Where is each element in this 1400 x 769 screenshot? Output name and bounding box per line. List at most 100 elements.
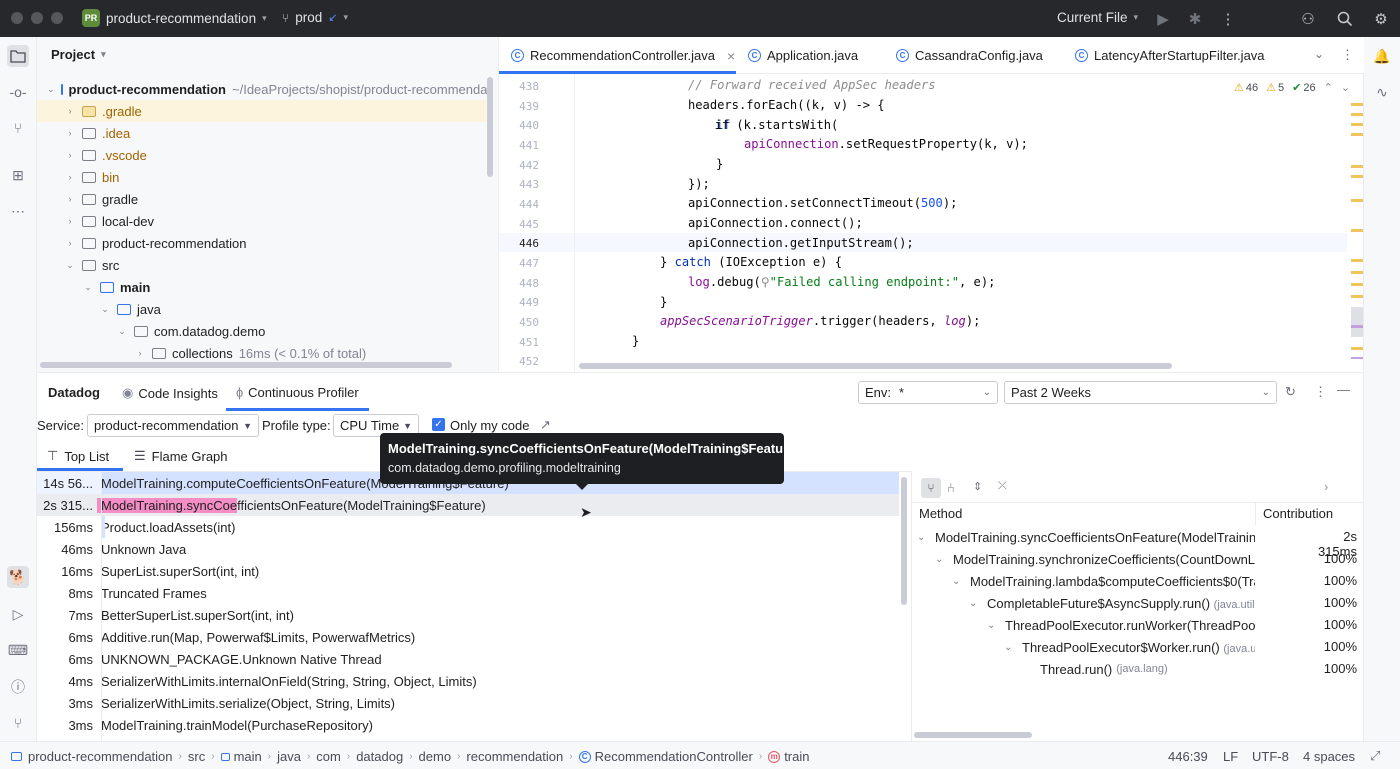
split-divider[interactable] xyxy=(911,472,912,742)
breadcrumb-item[interactable]: datadog xyxy=(356,749,404,764)
expand-all-icon[interactable]: ⇕ xyxy=(973,481,983,493)
close-window-button[interactable] xyxy=(11,12,23,24)
project-panel-header[interactable]: Project ▾ xyxy=(51,47,106,62)
vertical-scrollbar[interactable] xyxy=(901,477,907,605)
file-encoding[interactable]: UTF-8 xyxy=(1252,749,1289,764)
horizontal-scrollbar[interactable] xyxy=(579,363,1172,369)
collapse-all-icon[interactable]: ⤫ xyxy=(998,480,1007,492)
vertical-scrollbar[interactable] xyxy=(487,77,493,177)
tab-cassandra-config[interactable]: C CassandraConfig.java xyxy=(896,37,1043,74)
tab-latency-filter[interactable]: C LatencyAfterStartupFilter.java xyxy=(1075,37,1265,74)
tree-item-vscode[interactable]: › .vscode xyxy=(37,144,486,166)
tree-item-gradle[interactable]: › gradle xyxy=(37,188,486,210)
code-line[interactable]: } xyxy=(632,334,640,348)
commit-icon[interactable]: -o- xyxy=(9,84,27,100)
maximize-window-button[interactable] xyxy=(51,12,63,24)
tree-row[interactable]: ⌄ ThreadPoolExecutor$Worker.run() (java.… xyxy=(1004,636,1255,658)
indent-setting[interactable]: 4 spaces xyxy=(1303,749,1356,764)
breadcrumb-item[interactable]: java xyxy=(277,749,301,764)
code-line[interactable]: } xyxy=(716,157,724,171)
code-line[interactable]: apiConnection.setConnectTimeout(500); xyxy=(688,196,957,210)
breadcrumb-item[interactable]: RecommendationController xyxy=(594,749,753,764)
terminal-icon[interactable]: ⌨ xyxy=(7,641,29,658)
column-header-contribution[interactable]: Contribution xyxy=(1263,506,1334,521)
line-separator[interactable]: LF xyxy=(1223,749,1239,764)
close-icon[interactable]: × xyxy=(726,47,736,64)
breadcrumb-item[interactable]: src xyxy=(187,749,206,764)
more-vertical-icon[interactable]: ⋮ xyxy=(1220,11,1236,28)
callees-icon[interactable]: ⑂ xyxy=(921,478,941,498)
add-user-icon[interactable]: ⚇ xyxy=(1301,11,1315,28)
structure-icon[interactable]: ⊞ xyxy=(12,166,24,183)
tree-item-local-dev[interactable]: › local-dev xyxy=(37,210,486,232)
more-vertical-icon[interactable]: ⋮ xyxy=(1314,384,1327,399)
inspection-widget[interactable]: ⚠46 ⚠5 ✔26 ⌃ ⌄ xyxy=(1234,81,1350,95)
tree-row[interactable]: ⌄ ModelTraining.syncCoefficientsOnFeatur… xyxy=(917,526,1255,548)
tab-continuous-profiler[interactable]: ɸ Continuous Profiler xyxy=(236,385,359,400)
tree-item-gradle-hidden[interactable]: › .gradle xyxy=(37,100,486,122)
list-item[interactable]: 7ms BetterSuperList.superSort(int, int) xyxy=(37,604,899,626)
list-item[interactable]: 46ms Unknown Java xyxy=(37,538,899,560)
tree-item-com-datadog-demo[interactable]: ⌄ com.datadog.demo xyxy=(37,320,486,342)
tree-item-idea[interactable]: › .idea xyxy=(37,122,486,144)
datadog-icon[interactable]: 🐕 xyxy=(7,566,29,588)
breadcrumb-item[interactable]: recommendation xyxy=(466,749,564,764)
notifications-bell-icon[interactable]: 🔔 xyxy=(1373,47,1391,64)
column-divider[interactable] xyxy=(1255,503,1256,525)
tree-row[interactable]: ⌄ CompletableFuture$AsyncSupply.run() (j… xyxy=(969,592,1255,614)
breadcrumb-item[interactable]: train xyxy=(784,749,810,764)
tree-row[interactable]: ⌄ ModelTraining.lambda$computeCoefficien… xyxy=(952,570,1255,592)
breadcrumb-item[interactable]: com xyxy=(316,749,341,764)
external-link-icon[interactable]: ↗ xyxy=(540,417,551,432)
tree-item-collections[interactable]: › collections 16ms (< 0.1% of total) xyxy=(37,342,486,364)
list-item[interactable]: 4ms SerializerWithLimits.internalOnField… xyxy=(37,670,899,692)
code-line[interactable]: }); xyxy=(688,177,710,191)
list-item-selected[interactable]: 2s 315... ModelTraining.syncCoefficients… xyxy=(37,494,899,516)
list-item[interactable]: 156ms Product.loadAssets(int) xyxy=(37,516,899,538)
tab-list-chevron-icon[interactable]: ⌄ xyxy=(1314,47,1325,61)
profile-type-selector[interactable]: CPU Time ▼ xyxy=(333,414,419,437)
tree-item-src[interactable]: ⌄ src xyxy=(37,254,486,276)
list-item[interactable]: 16ms SuperList.superSort(int, int) xyxy=(37,560,899,582)
tree-row[interactable]: ⌄ ThreadPoolExecutor.runWorker(ThreadPoo… xyxy=(987,614,1255,636)
code-line[interactable]: headers.forEach((k, v) -> { xyxy=(688,98,885,112)
read-only-toggle-icon[interactable]: ⤢ xyxy=(1370,748,1381,763)
search-icon[interactable] xyxy=(1335,9,1355,29)
code-line[interactable]: } xyxy=(660,295,668,309)
tree-row[interactable]: Thread.run() (java.lang) xyxy=(1040,658,1168,680)
caret-position[interactable]: 446:39 xyxy=(1168,749,1208,764)
horizontal-scrollbar[interactable] xyxy=(914,732,1032,738)
column-header-method[interactable]: Method xyxy=(919,506,963,521)
list-item[interactable]: 8ms Truncated Frames xyxy=(37,582,899,604)
tab-recommendation-controller[interactable]: C RecommendationController.java × xyxy=(511,37,735,74)
env-selector[interactable]: Env: * ⌄ xyxy=(858,381,998,404)
git-icon[interactable]: ⑂ xyxy=(13,715,23,731)
ai-assistant-icon[interactable]: ∿ xyxy=(1376,83,1388,100)
code-line[interactable]: log.debug(⚲"Failed calling endpoint:", e… xyxy=(688,275,995,289)
services-icon[interactable]: ▷ xyxy=(12,605,24,622)
project-switcher[interactable]: PR product-recommendation ▾ xyxy=(82,9,267,27)
tab-flame-graph[interactable]: ☰ Flame Graph xyxy=(134,448,228,464)
code-line[interactable]: apiConnection.getInputStream(); xyxy=(688,236,914,250)
breadcrumb-item[interactable]: main xyxy=(233,749,262,764)
breadcrumb-item[interactable]: product-recommendation xyxy=(28,749,173,764)
horizontal-scrollbar[interactable] xyxy=(40,362,452,368)
tree-item-main[interactable]: ⌄ main xyxy=(37,276,486,298)
project-folder-icon[interactable] xyxy=(7,45,29,67)
branch-switcher[interactable]: ⑂ prod ↙ ▾ xyxy=(282,10,348,25)
callers-icon[interactable]: ⑃ xyxy=(947,480,955,495)
tab-code-insights[interactable]: ◉ Code Insights xyxy=(122,385,218,401)
minimize-window-button[interactable] xyxy=(31,12,43,24)
more-horizontal-icon[interactable]: ⋯ xyxy=(11,202,25,219)
debug-icon[interactable]: ✱ xyxy=(1188,11,1202,28)
only-my-code-checkbox[interactable]: ✓ xyxy=(432,418,445,431)
tab-application[interactable]: C Application.java xyxy=(748,37,858,74)
error-stripe[interactable] xyxy=(1351,99,1363,359)
service-selector[interactable]: product-recommendation ▼ xyxy=(87,414,259,437)
chevron-right-icon[interactable]: › xyxy=(1324,479,1329,494)
list-item[interactable]: 6ms Additive.run(Map, Powerwaf$Limits, P… xyxy=(37,626,899,648)
breadcrumb-item[interactable]: demo xyxy=(418,749,452,764)
minimize-panel-icon[interactable]: — xyxy=(1337,382,1350,397)
pull-request-icon[interactable]: ⑂ xyxy=(13,120,23,136)
code-line[interactable]: ifif (k.startsWith( xyxy=(715,118,839,132)
